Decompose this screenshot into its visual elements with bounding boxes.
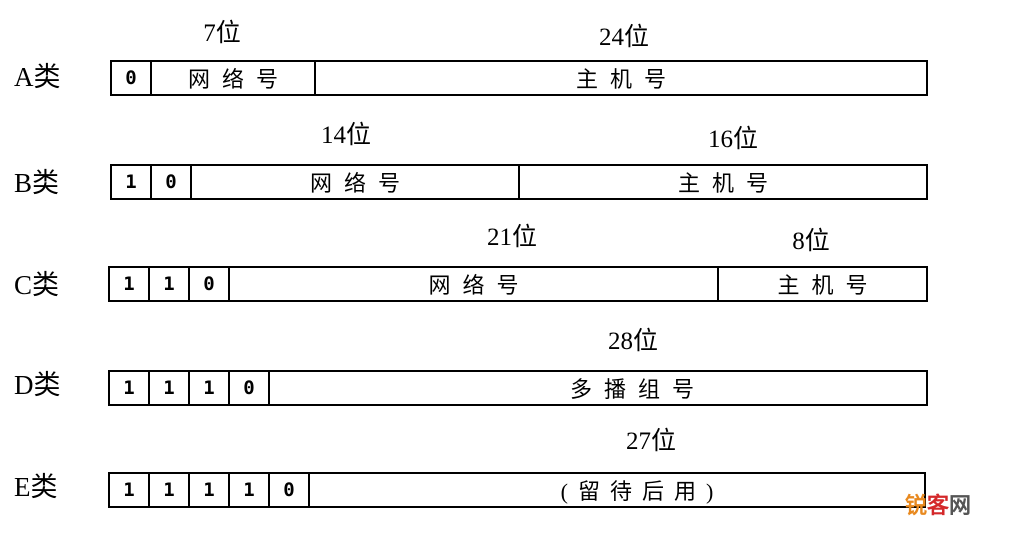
network-field: 网络号 — [192, 166, 520, 198]
bit-cell: 1 — [150, 474, 190, 506]
multicast-field: 多播组号 — [569, 377, 706, 402]
bit-cell: 0 — [190, 268, 230, 300]
row-class-a: A类 7位 24位 0 网络号 主机号 — [0, 20, 1028, 96]
host-field: 主机号 — [677, 171, 780, 196]
address-bar: 1 1 1 0 多播组号 — [108, 370, 928, 406]
bit-cell: 1 — [112, 166, 152, 198]
field-size-label: 27位 — [625, 428, 677, 455]
row-class-d: D类 28位 1 1 1 0 多播组号 — [0, 328, 1028, 406]
watermark-part: 客 — [927, 494, 950, 519]
watermark-part: 锐 — [905, 494, 928, 519]
field-size-label: 7位 — [203, 20, 241, 47]
reserved-field: (留待后用) — [560, 479, 724, 504]
row-class-b: B类 14位 16位 1 0 网络号 主机号 — [0, 122, 1028, 200]
field-size-label: 28位 — [607, 328, 659, 355]
class-label: B类 — [14, 168, 60, 198]
bit-cell: 1 — [150, 268, 190, 300]
host-field: 主机号 — [575, 67, 678, 92]
address-bar: 1 1 1 1 0 (留待后用) — [108, 472, 926, 508]
class-label: A类 — [14, 62, 61, 92]
watermark-logo: 锐客网 — [905, 488, 971, 520]
bit-cell: 0 — [230, 372, 270, 404]
row-class-c: C类 21位 8位 1 1 0 网络号 主机号 — [0, 224, 1028, 302]
field-size-label: 8位 — [792, 228, 830, 255]
bit-cell: 1 — [190, 372, 230, 404]
address-bar: 1 0 网络号 主机号 — [110, 164, 928, 200]
field-size-label: 16位 — [707, 126, 759, 153]
host-field: 主机号 — [777, 273, 880, 298]
bit-cell: 1 — [110, 474, 150, 506]
address-bar: 1 1 0 网络号 主机号 — [108, 266, 928, 302]
row-class-e: E类 27位 1 1 1 1 0 (留待后用) — [0, 428, 1028, 508]
bit-cell: 1 — [110, 372, 150, 404]
watermark-part: 网 — [949, 494, 972, 519]
address-bar: 0 网络号 主机号 — [110, 60, 928, 96]
field-size-label: 21位 — [486, 224, 538, 251]
bit-cell: 0 — [270, 474, 310, 506]
bit-cell: 1 — [190, 474, 230, 506]
bit-cell: 0 — [112, 62, 152, 94]
class-label: D类 — [14, 370, 61, 400]
bit-cell: 0 — [152, 166, 192, 198]
network-field: 网络号 — [152, 62, 316, 94]
field-size-label: 24位 — [598, 24, 650, 51]
bit-cell: 1 — [110, 268, 150, 300]
bit-cell: 1 — [230, 474, 270, 506]
bit-cell: 1 — [150, 372, 190, 404]
class-label: C类 — [14, 270, 60, 300]
field-size-label: 14位 — [320, 122, 372, 149]
class-label: E类 — [14, 472, 58, 502]
network-field: 网络号 — [230, 268, 719, 300]
